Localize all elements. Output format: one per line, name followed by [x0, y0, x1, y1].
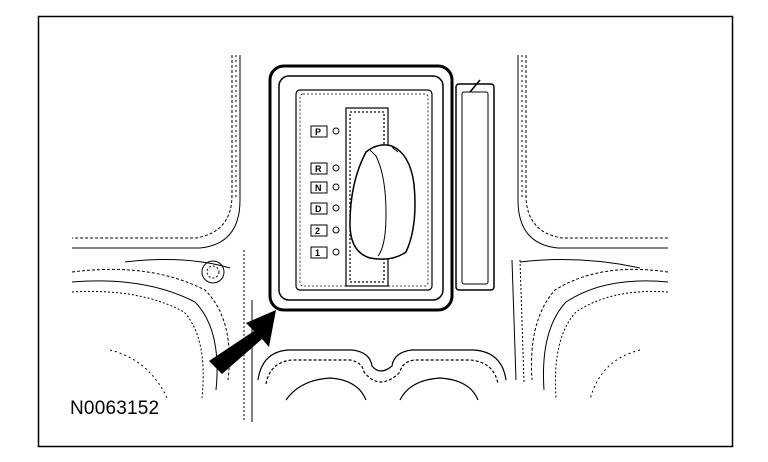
right-seat-outline	[519, 259, 669, 401]
gear-indicators: P R N D 2 1	[310, 125, 340, 259]
gear-indicator-r: R	[310, 162, 340, 175]
svg-text:1: 1	[315, 248, 320, 258]
gear-indicator-d: D	[310, 202, 340, 215]
shift-lever-handle	[349, 144, 416, 260]
console-outline-left	[72, 55, 253, 422]
svg-text:D: D	[315, 204, 322, 214]
gear-indicator-1: 1	[310, 246, 340, 259]
svg-text:P: P	[315, 127, 321, 137]
arrow-icon	[209, 310, 276, 374]
console-outline-right	[511, 55, 668, 383]
svg-text:2: 2	[315, 226, 320, 236]
svg-text:N: N	[315, 183, 322, 193]
shifter-bezel	[268, 64, 454, 312]
cup-holder-outline	[257, 349, 507, 401]
side-slot	[455, 79, 495, 291]
gear-indicator-p: P	[310, 125, 340, 138]
figure-id-label: N0063152	[70, 398, 160, 419]
gear-indicator-n: N	[310, 181, 340, 194]
gear-indicator-2: 2	[310, 224, 340, 237]
figure-frame	[37, 15, 734, 448]
left-seat-outline	[71, 259, 231, 401]
svg-text:R: R	[315, 164, 322, 174]
